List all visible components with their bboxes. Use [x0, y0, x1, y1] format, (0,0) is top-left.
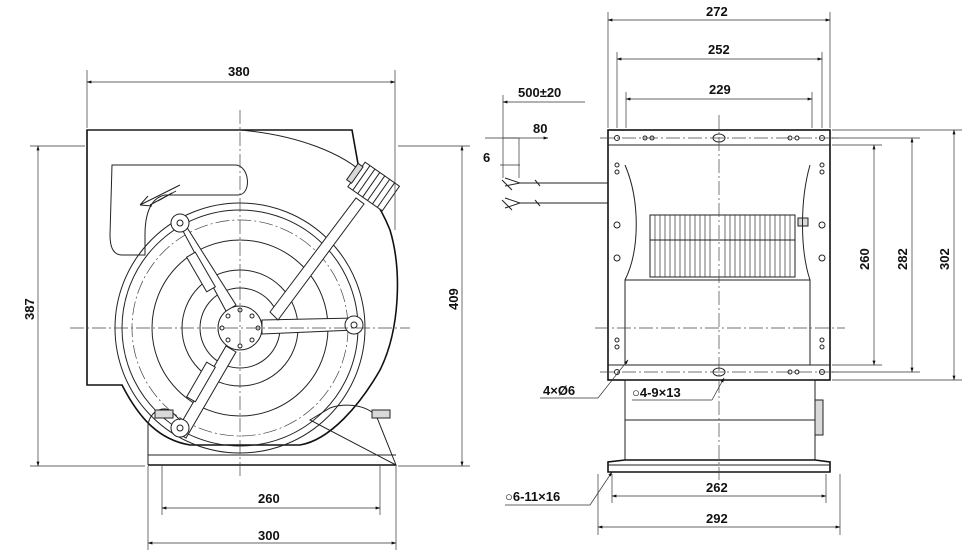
arm-end-right [344, 315, 364, 335]
side-view: 500±20 80 6 272 252 229 260 282 [483, 4, 962, 535]
dim-front-height-right: 409 [446, 288, 461, 310]
airflow-arrow-icon [139, 184, 181, 207]
note-holes-small: 4×Ø6 [543, 383, 575, 398]
dim-cable-length: 500±20 [518, 85, 561, 100]
arm-end-top [170, 213, 190, 233]
dim-side-252: 252 [708, 42, 730, 57]
dim-front-width: 380 [228, 64, 250, 79]
arm-end-bottom [170, 418, 190, 438]
power-cable [501, 177, 608, 211]
dim-cable-end: 6 [483, 150, 490, 165]
note-base-slots: ○6-11×16 [505, 489, 560, 504]
side-base-foot [607, 459, 831, 473]
dim-side-292: 292 [706, 511, 728, 526]
motor-support-arms [175, 197, 365, 439]
dim-front-base-inner: 260 [258, 491, 280, 506]
dim-side-260: 260 [857, 248, 872, 270]
dim-side-272: 272 [706, 4, 728, 19]
front-inlet-plate [109, 164, 248, 256]
dim-side-282: 282 [895, 248, 910, 270]
terminal-box [345, 161, 401, 212]
dim-side-302: 302 [937, 248, 952, 270]
side-fan-wheel [649, 214, 809, 278]
dim-front-height-left: 387 [22, 298, 37, 320]
front-view: 380 387 409 260 300 [22, 64, 470, 550]
dim-front-base-outer: 300 [258, 528, 280, 543]
dim-side-262: 262 [706, 480, 728, 495]
note-slots: ○4-9×13 [632, 385, 681, 400]
dim-side-229: 229 [709, 82, 731, 97]
dim-cable-strip: 80 [533, 121, 547, 136]
front-housing-outline [86, 129, 399, 446]
